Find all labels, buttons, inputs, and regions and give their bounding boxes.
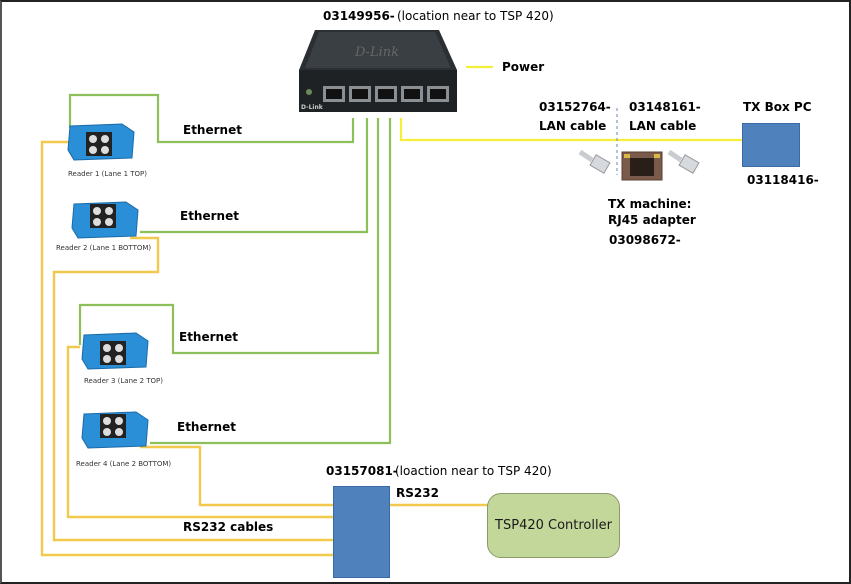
rs232-hub-part-number: 03157081-: [326, 464, 398, 478]
reader-4-icon: [81, 411, 149, 449]
rs232-wire-reader-4: [140, 445, 333, 507]
reader-1-label: Reader 1 (Lane 1 TOP): [68, 170, 147, 178]
reader-3-icon: [81, 332, 149, 370]
rj45-adapter-part-number: 03098672-: [609, 233, 681, 247]
rs232-output-label: RS232: [396, 486, 439, 500]
reader-2-label: Reader 2 (Lane 1 BOTTOM): [56, 244, 152, 252]
switch-part-number: 03149956-: [323, 9, 395, 23]
reader-1-ethernet-label: Ethernet: [183, 123, 242, 137]
tx-box-pc-part-number: 03118416-: [747, 173, 819, 187]
reader-1-icon: [67, 123, 135, 161]
tx-box-pc-title: TX Box PC: [743, 100, 812, 114]
rs232-cables-label: RS232 cables: [183, 520, 274, 534]
lan-cable-line: [399, 118, 742, 142]
rs232-wire-reader-1: [40, 140, 333, 557]
rs232-hub-location-note: (loaction near to TSP 420): [395, 464, 552, 478]
svg-text:D-Link: D-Link: [301, 104, 324, 111]
network-switch: D-Link D-Link: [299, 30, 457, 112]
ethernet-wire-reader-3: [78, 118, 380, 355]
switch-logo: D-Link: [354, 45, 399, 60]
ethernet-wire-reader-1: [68, 93, 355, 144]
ethernet-wire-reader-2: [140, 118, 369, 234]
tsp420-controller: TSP420 Controller: [487, 493, 620, 558]
tx-box-pc: [742, 123, 800, 167]
rj45-adapter-icon: [621, 151, 663, 181]
rs232-wire-reader-2: [52, 236, 333, 542]
reader-4-ethernet-label: Ethernet: [177, 420, 236, 434]
rj45-adapter-line1: TX machine:: [608, 197, 692, 211]
switch-ports: [323, 86, 449, 102]
reader-2-icon: [71, 201, 139, 239]
lan-cable-1-label: LAN cable: [539, 119, 607, 133]
controller-label: TSP420 Controller: [495, 518, 612, 533]
reader-2-ethernet-label: Ethernet: [180, 209, 239, 223]
reader-3-ethernet-label: Ethernet: [179, 330, 238, 344]
reader-4-label: Reader 4 (Lane 2 BOTTOM): [76, 460, 172, 468]
lan-cable-2-part-number: 03148161-: [629, 100, 701, 114]
rj45-plug-right-icon: [667, 149, 700, 174]
lan-cable-1-part-number: 03152764-: [539, 100, 611, 114]
switch-location-note: (location near to TSP 420): [397, 9, 554, 23]
rj45-adapter-line2: RJ45 adapter: [608, 213, 696, 227]
reader-3-label: Reader 3 (Lane 2 TOP): [84, 377, 163, 385]
power-label: Power: [502, 60, 545, 74]
rs232-wire-reader-3: [66, 345, 333, 519]
lan-cable-2-label: LAN cable: [629, 119, 697, 133]
ethernet-wire-reader-4: [150, 118, 392, 445]
power-led-icon: [306, 89, 312, 95]
rs232-hub: [333, 486, 390, 578]
rj45-plug-left-icon: [578, 149, 611, 174]
